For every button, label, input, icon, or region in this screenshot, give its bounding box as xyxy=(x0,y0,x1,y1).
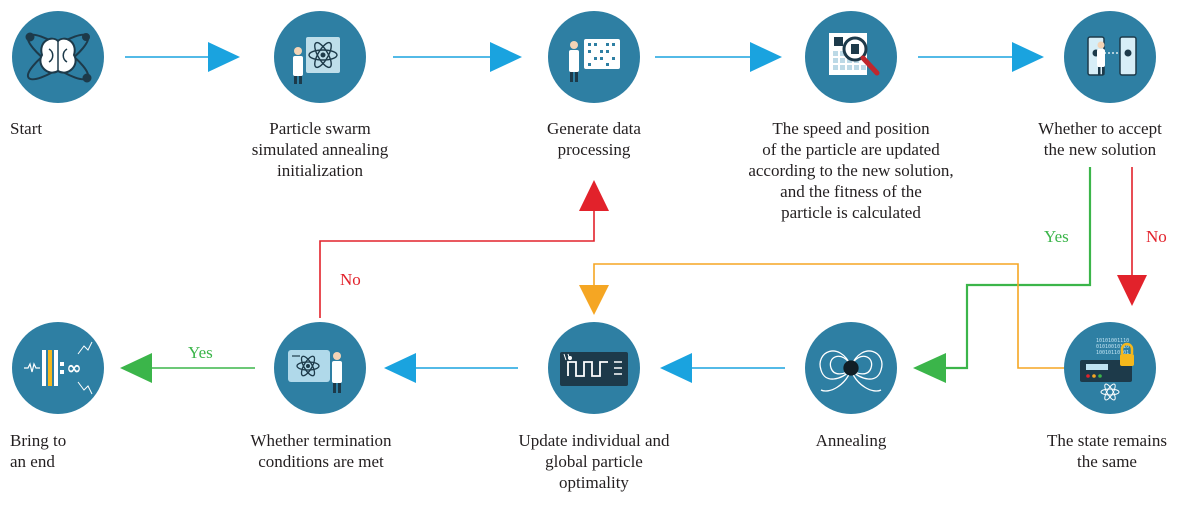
arrow-same-to-optimality xyxy=(579,263,1065,369)
node-start xyxy=(12,11,104,103)
label-termination: Whether termination conditions are met xyxy=(250,431,392,471)
magnetic-field-icon xyxy=(819,350,883,392)
svg-text:01010010110: 01010010110 xyxy=(1096,344,1129,350)
condition-accept-no: No xyxy=(1146,227,1167,246)
label-optimality: Update individual and global particle op… xyxy=(518,431,670,492)
arrow-termination-yes xyxy=(120,353,255,383)
node-termination xyxy=(274,322,366,414)
arrow-generate-to-update xyxy=(655,42,782,72)
connectors xyxy=(120,42,1147,383)
arrow-annealing-to-optimality xyxy=(660,353,785,383)
node-optimality xyxy=(548,322,640,414)
arrow-start-to-init xyxy=(125,42,240,72)
arrow-update-to-accept xyxy=(918,42,1044,72)
svg-text:10101001110: 10101001110 xyxy=(1096,338,1129,344)
condition-termination-no: No xyxy=(340,270,361,289)
scientist-atom-panel-icon xyxy=(288,350,342,393)
magnifier-grid-icon xyxy=(829,33,880,76)
circuit-board-icon xyxy=(560,352,628,386)
label-start: Start xyxy=(10,119,43,138)
arrow-accept-no xyxy=(1117,167,1147,306)
node-annealing xyxy=(805,322,897,414)
svg-text:∞: ∞ xyxy=(67,358,82,379)
condition-termination-yes: Yes xyxy=(188,343,213,362)
scientist-atom-screen-icon xyxy=(293,37,340,84)
node-generate xyxy=(548,11,640,103)
label-accept: Whether to accept the new solution xyxy=(1038,119,1162,159)
infinity-filter-icon: ∞ xyxy=(24,341,93,395)
lock-panel-icon: 10101001110 01010010110 10010110101 xyxy=(1080,338,1134,401)
label-update-speed: The speed and position of the particle a… xyxy=(748,119,954,222)
label-same: The state remains the same xyxy=(1047,431,1167,471)
node-same: 10101001110 01010010110 10010110101 xyxy=(1064,322,1156,414)
brain-atom-icon xyxy=(25,32,92,83)
node-end: ∞ xyxy=(12,322,104,414)
label-init: Particle swarm simulated annealing initi… xyxy=(251,119,389,180)
arrow-accept-yes xyxy=(913,167,1092,383)
arrow-termination-no xyxy=(319,180,609,318)
node-accept xyxy=(1064,11,1156,103)
condition-accept-yes: Yes xyxy=(1044,227,1069,246)
node-init xyxy=(274,11,366,103)
arrow-optimality-to-termination xyxy=(384,353,518,383)
svg-text:10010110101: 10010110101 xyxy=(1096,350,1129,356)
node-update-speed xyxy=(805,11,897,103)
label-generate: Generate data processing xyxy=(547,119,641,159)
arrow-init-to-generate xyxy=(393,42,522,72)
label-annealing: Annealing xyxy=(815,431,887,450)
label-end: Bring to an end xyxy=(10,431,67,471)
scientist-cabinets-icon xyxy=(1087,36,1137,76)
scientist-board-icon xyxy=(569,39,620,82)
